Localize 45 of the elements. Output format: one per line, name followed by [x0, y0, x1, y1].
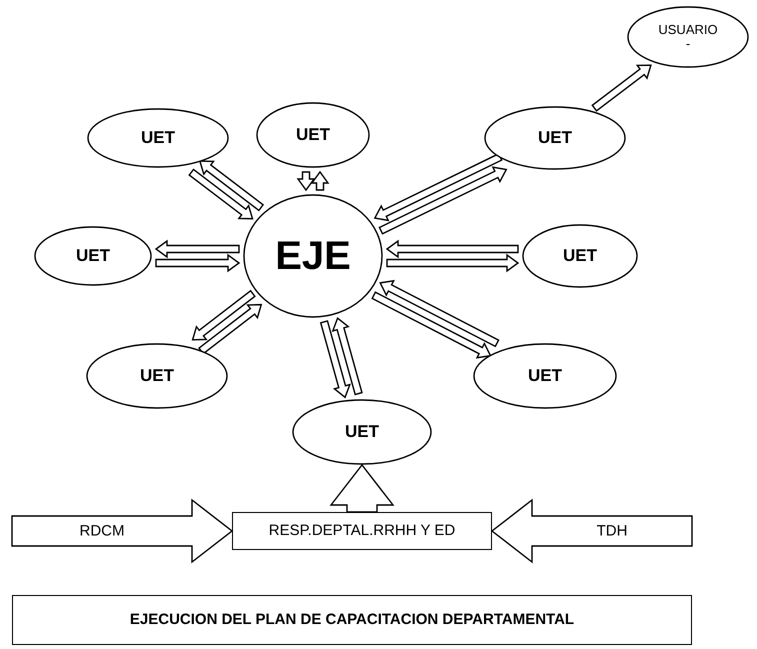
block-arrow [330, 464, 394, 513]
node-label: UET [296, 126, 330, 144]
node-label: RESP.DEPTAL.RRHH Y ED [268, 522, 456, 540]
arrow [155, 254, 240, 272]
arrow [320, 320, 351, 398]
ellipse-node [522, 224, 638, 288]
ellipse-node [243, 194, 383, 318]
arrow [386, 254, 520, 272]
node-label: UET [563, 246, 597, 266]
ellipse-node [473, 343, 617, 409]
node-label: USUARIO [658, 22, 718, 37]
ellipse-node [87, 108, 229, 168]
ellipse-node [256, 102, 370, 168]
ellipse-node [86, 343, 228, 409]
node-label: UET [528, 366, 562, 386]
arrow [374, 152, 503, 222]
arrow [192, 290, 256, 340]
ellipse-node [34, 226, 152, 286]
ellipse-node [292, 399, 432, 465]
ellipse-node [484, 106, 626, 170]
arrow [386, 240, 519, 258]
ellipse-node [627, 6, 749, 68]
node-label: UET [538, 128, 572, 148]
arrow [332, 317, 363, 396]
node-label: UET [76, 246, 110, 266]
node-mark: - [686, 37, 690, 52]
arrow [371, 291, 492, 359]
node-label: EJE [275, 234, 351, 278]
block-arrow [490, 498, 693, 564]
node-label: UET [141, 128, 175, 148]
arrow [379, 280, 500, 348]
node-label: UET [345, 422, 379, 442]
arrow [154, 240, 240, 258]
arrow [296, 171, 316, 192]
process-box [232, 512, 492, 550]
arrow [198, 304, 262, 355]
process-box [12, 595, 692, 645]
block-arrow [11, 498, 234, 564]
arrow [188, 168, 254, 220]
arrow [198, 160, 264, 212]
node-label: EJECUCION DEL PLAN DE CAPACITACION DEPARTAMENTAL [130, 612, 574, 628]
arrow [378, 166, 508, 235]
node-label: UET [140, 366, 174, 386]
arrow [310, 170, 330, 191]
arrow [591, 64, 652, 112]
